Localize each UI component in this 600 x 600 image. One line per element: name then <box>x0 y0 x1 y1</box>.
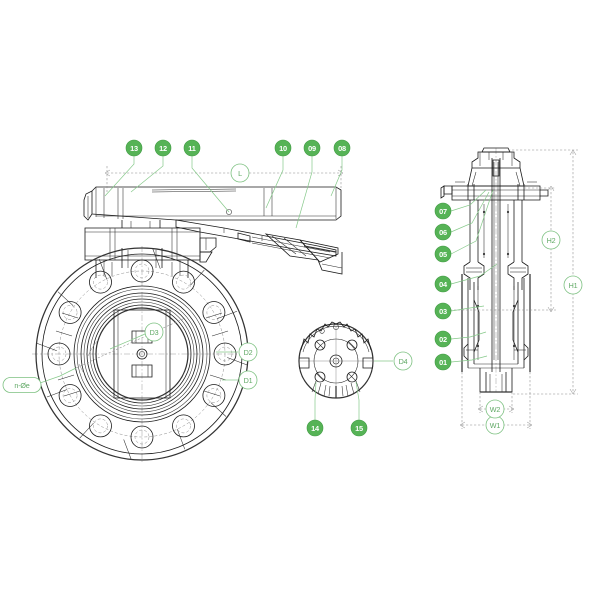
callout-label-13: 13 <box>130 144 138 153</box>
callout-bubble-15[interactable]: 15 <box>350 419 368 437</box>
callout-label-08: 08 <box>338 144 346 153</box>
callout-label-14: 14 <box>311 424 320 433</box>
callout-label-04: 04 <box>439 280 448 289</box>
dimension-text: H2 <box>547 236 556 245</box>
index-plate-detail-view <box>298 321 374 399</box>
callout-label-07: 07 <box>439 207 447 216</box>
dimension-text: H1 <box>569 281 578 290</box>
callout-label-12: 12 <box>159 144 167 153</box>
callout-bubble-12[interactable]: 12 <box>154 139 172 157</box>
callout-bubble-05[interactable]: 05 <box>434 245 452 263</box>
front-face-view <box>32 246 252 462</box>
dimension-label-D1[interactable]: D1 <box>238 370 258 390</box>
callout-label-11: 11 <box>188 144 196 153</box>
leader-c13 <box>104 156 135 197</box>
leader-dNE <box>39 367 77 384</box>
dimension-label-L[interactable]: L <box>230 163 250 183</box>
dimension-text: D4 <box>399 357 408 366</box>
dimension-label-H2[interactable]: H2 <box>541 230 561 250</box>
callout-label-15: 15 <box>355 424 363 433</box>
callout-label-09: 09 <box>308 144 316 153</box>
callout-bubble-14[interactable]: 14 <box>306 419 324 437</box>
leader-c07 <box>450 189 487 212</box>
leader-c14 <box>314 381 317 420</box>
callout-label-03: 03 <box>439 307 447 316</box>
dimension-label-n-diae[interactable]: n-Øe <box>2 377 42 393</box>
callout-bubble-06[interactable]: 06 <box>434 223 452 241</box>
leader-c10 <box>265 156 284 209</box>
dimension-text: L <box>238 169 242 178</box>
leader-c08 <box>330 156 343 197</box>
callout-bubble-07[interactable]: 07 <box>434 202 452 220</box>
dimension-text: D1 <box>244 376 253 385</box>
leader-c02 <box>450 331 487 340</box>
callout-bubble-04[interactable]: 04 <box>434 275 452 293</box>
leader-c06 <box>450 191 490 233</box>
callout-label-10: 10 <box>279 144 287 153</box>
dimension-text: n-Øe <box>14 381 29 390</box>
callout-bubble-11[interactable]: 11 <box>183 139 201 157</box>
dimension-label-D4[interactable]: D4 <box>393 351 413 371</box>
callout-bubble-01[interactable]: 01 <box>434 353 452 371</box>
callout-label-01: 01 <box>439 358 447 367</box>
dimension-label-D2[interactable]: D2 <box>238 342 258 362</box>
rib-group <box>36 248 248 460</box>
leader-c05 <box>450 189 494 255</box>
leader-c01 <box>450 355 488 363</box>
leader-c15 <box>355 381 360 420</box>
dimension-label-W2[interactable]: W2 <box>485 399 505 419</box>
callout-bubble-13[interactable]: 13 <box>125 139 143 157</box>
callout-label-02: 02 <box>439 335 447 344</box>
lug-segment-group <box>55 312 229 397</box>
leader-dD3 <box>109 333 146 350</box>
dimension-text: W2 <box>490 405 501 414</box>
dimension-text: D2 <box>244 348 253 357</box>
callout-label-06: 06 <box>439 228 447 237</box>
callout-bubble-02[interactable]: 02 <box>434 330 452 348</box>
leader-c09 <box>295 156 313 229</box>
side-elevation-view <box>83 186 343 278</box>
callout-leader-layer <box>39 156 498 420</box>
dimension-text: W1 <box>490 421 501 430</box>
leader-c11 <box>191 156 230 213</box>
leader-c04 <box>450 263 498 285</box>
bolt-hole-group <box>47 259 237 449</box>
leader-c12 <box>130 156 164 193</box>
callout-label-05: 05 <box>439 250 447 259</box>
dimension-label-H1[interactable]: H1 <box>563 275 583 295</box>
callout-bubble-10[interactable]: 10 <box>274 139 292 157</box>
callout-bubble-09[interactable]: 09 <box>303 139 321 157</box>
dimension-label-W1[interactable]: W1 <box>485 415 505 435</box>
dimension-text: D3 <box>150 328 159 337</box>
leader-c03 <box>450 305 485 312</box>
callout-bubble-08[interactable]: 08 <box>333 139 351 157</box>
cross-section-view <box>440 147 578 429</box>
callout-bubble-03[interactable]: 03 <box>434 302 452 320</box>
dimension-label-D3[interactable]: D3 <box>144 322 164 342</box>
